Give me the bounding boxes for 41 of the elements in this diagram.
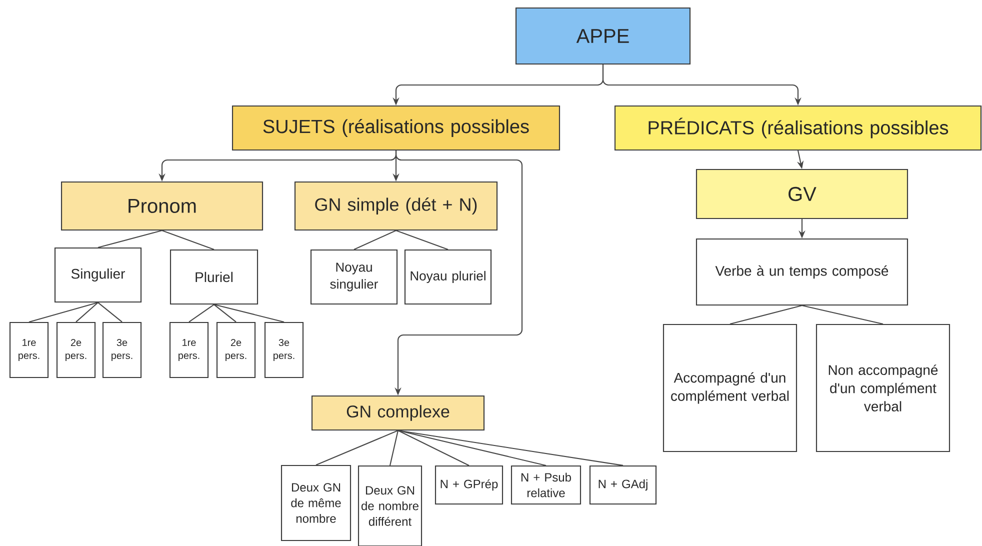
text-box: N + Psub relative — [510, 465, 582, 505]
text-box: 1re pers. — [169, 322, 209, 378]
heading-box: PRÉDICATS (réalisations possibles — [614, 105, 982, 151]
text-box: Deux GN de même nombre — [280, 464, 352, 542]
text-box: N + GPrép — [434, 465, 504, 505]
text-box: 2e pers. — [56, 322, 96, 378]
connector-line — [730, 305, 802, 324]
text-box: N + GAdj — [589, 465, 657, 505]
text-box: Noyau pluriel — [404, 249, 492, 305]
heading-box: Pronom — [60, 181, 264, 231]
text-box: 1re pers. — [9, 322, 49, 378]
connector-line — [162, 230, 214, 250]
connector-line — [98, 302, 122, 322]
connector-line — [76, 302, 98, 322]
connector-line — [354, 230, 396, 250]
text-box: Noyau singulier — [310, 249, 398, 305]
connector-line — [214, 304, 284, 322]
text-box: Non accompagné d'un complément verbal — [816, 324, 950, 452]
text-box: 2e pers. — [216, 322, 256, 378]
connector-line — [802, 305, 884, 324]
connector-line — [214, 304, 236, 322]
heading-box: GN simple (dét + N) — [294, 181, 498, 231]
connector-line — [98, 230, 162, 248]
heading-box: APPE — [515, 7, 691, 65]
connector-line — [398, 430, 470, 466]
heading-box: GV — [696, 168, 908, 220]
text-box: Singulier — [54, 247, 142, 303]
connector-line — [396, 230, 448, 250]
text-box: Deux GN de nombre différent — [358, 465, 422, 546]
connector-line — [389, 430, 399, 466]
connector-line — [398, 430, 624, 466]
text-box: Accompagné d'un complément verbal — [662, 324, 798, 452]
connector-line — [28, 302, 98, 322]
text-box: 3e pers. — [102, 322, 142, 378]
connector-line — [398, 430, 546, 466]
text-box: 3e pers. — [264, 322, 304, 378]
text-box: Verbe à un temps composé — [696, 238, 908, 306]
connector-line — [316, 430, 398, 466]
heading-box: GN complexe — [311, 395, 485, 431]
heading-box: SUJETS (réalisations possibles — [232, 105, 560, 151]
text-box: Pluriel — [170, 249, 258, 305]
